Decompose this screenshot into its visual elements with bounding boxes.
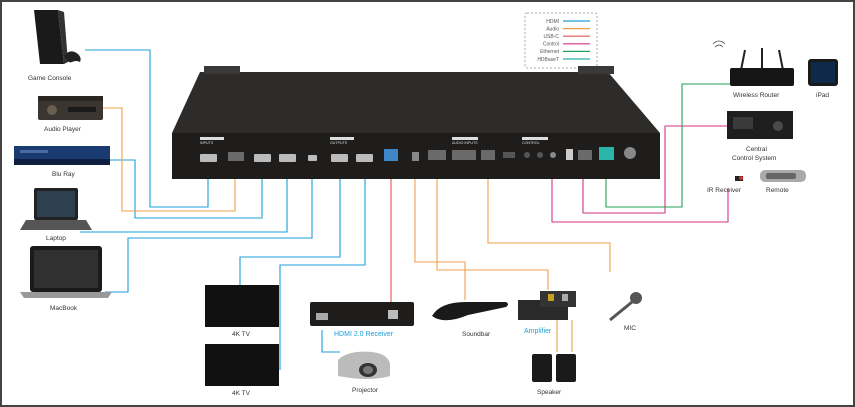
game-console: Game Console <box>28 10 81 82</box>
central-control: Central Control System <box>727 111 793 162</box>
wire-soundbar <box>414 164 466 300</box>
legend-label-3: Control <box>543 42 559 48</box>
line-in-port <box>481 150 495 160</box>
label-amplifier: Amplifier <box>524 328 552 335</box>
label-soundbar: Soundbar <box>462 331 491 338</box>
legend-label-1: Audio <box>546 26 559 32</box>
unit-ear-left <box>204 66 240 74</box>
wire-laptop <box>80 164 288 233</box>
projector: Projector <box>338 351 390 394</box>
label-ipad: iPad <box>816 92 829 99</box>
connection-lines <box>80 49 735 370</box>
firmware-usb <box>566 149 573 160</box>
wire-tv2 <box>279 164 366 370</box>
label-tv2: 4K TV <box>232 390 251 397</box>
label-hdmi-receiver: HDMI 2.0 Receiver <box>334 331 394 338</box>
section-inputs: INPUTS <box>200 141 214 145</box>
hdmi-receiver: HDMI 2.0 Receiver <box>310 302 414 338</box>
tv-1: 4K TV <box>205 285 279 338</box>
audio-out-port <box>428 150 446 160</box>
label-wireless-router: Wireless Router <box>733 92 780 99</box>
rs232-port <box>578 150 592 160</box>
soundbar: Soundbar <box>432 302 508 338</box>
label-tv1: 4K TV <box>232 331 251 338</box>
ipad: iPad <box>808 59 838 99</box>
tv-2: 4K TV <box>205 344 279 397</box>
label-game-console: Game Console <box>28 75 72 82</box>
label-audio-player: Audio Player <box>44 126 82 133</box>
usbc-in <box>308 155 317 161</box>
hdmi-out-1 <box>331 154 348 162</box>
section-outputs: OUTPUTS <box>330 141 348 145</box>
hdmi-in-1 <box>200 154 217 162</box>
macbook: MacBook <box>20 246 112 312</box>
section-audio-inputs: AUDIO INPUTS <box>452 141 478 145</box>
unit-top <box>172 72 660 133</box>
usbc-port <box>384 149 398 161</box>
label-remote: Remote <box>766 187 789 194</box>
jack-1 <box>524 152 530 158</box>
label-central-1: Central <box>746 146 768 153</box>
legend-label-4: Ethernet <box>540 49 560 55</box>
wire-game-console <box>85 49 209 208</box>
wire-audio-player <box>100 107 236 212</box>
laptop: Laptop <box>20 188 92 242</box>
wire-amp-in <box>436 164 549 290</box>
blu-ray: Blu Ray <box>14 146 110 178</box>
optical-port <box>412 152 419 161</box>
remote: Remote <box>760 170 806 194</box>
unit-ear-right <box>578 66 614 74</box>
wireless-router: Wireless Router <box>712 40 794 99</box>
wire-router <box>605 83 735 208</box>
label-blu-ray: Blu Ray <box>52 171 76 178</box>
hdmi-out-2 <box>356 154 373 162</box>
ir-receiver: IR Receiver <box>707 176 743 194</box>
wire-mic <box>487 164 611 272</box>
ethernet-port <box>599 147 614 160</box>
audio-in-port <box>228 152 244 161</box>
speaker: Speaker <box>532 354 576 396</box>
hdmi-in-2 <box>254 154 271 162</box>
jack-2 <box>537 152 543 158</box>
power-port <box>624 147 636 159</box>
switch <box>503 152 515 158</box>
label-speaker: Speaker <box>537 389 562 396</box>
hdmi-in-3 <box>279 154 296 162</box>
label-laptop: Laptop <box>46 235 66 242</box>
wire-tv1 <box>239 164 341 285</box>
label-central-2: Control System <box>732 155 776 162</box>
mic-in-port <box>452 150 476 160</box>
section-control: CONTROL <box>522 141 540 145</box>
legend-box <box>524 12 598 69</box>
wire-projector <box>321 330 340 353</box>
wire-macbook <box>105 164 313 293</box>
ports <box>200 147 636 162</box>
wire-control-system <box>582 125 727 214</box>
legend-label-2: USB-C <box>543 34 559 40</box>
label-projector: Projector <box>352 387 379 394</box>
wire-blu-ray <box>110 159 263 219</box>
legend-label-5: HDBaseT <box>537 57 559 63</box>
amplifier: Amplifier <box>518 291 576 335</box>
matrix-unit: INPUTS OUTPUTS AUDIO INPUTS CONTROL <box>172 66 660 179</box>
audio-player: Audio Player <box>38 96 103 133</box>
ir-jack <box>550 152 556 158</box>
label-ir-receiver: IR Receiver <box>707 187 742 194</box>
wire-ir <box>551 164 729 223</box>
label-mic: MIC <box>624 325 636 332</box>
label-macbook: MacBook <box>50 305 78 312</box>
legend-label-0: HDMI <box>546 19 559 25</box>
microphone: MIC <box>609 292 642 332</box>
